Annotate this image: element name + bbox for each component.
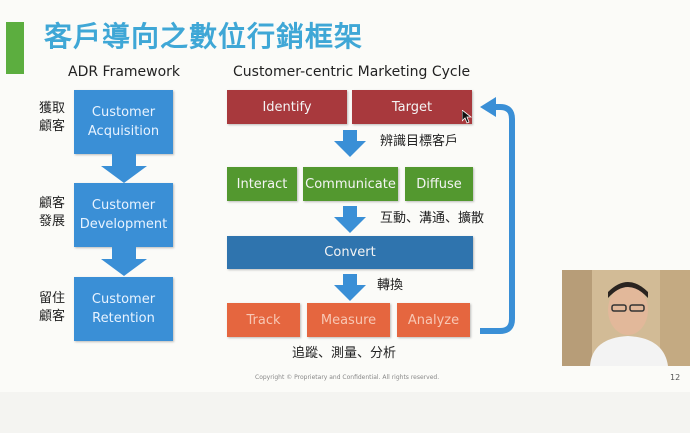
row3-caption: 轉換 (377, 278, 404, 293)
adr-side-label-1: 獲取顧客 (39, 101, 66, 134)
cycle-box-communicate: Communicate (303, 167, 398, 201)
row1-caption: 辨識目標客戶 (380, 134, 459, 149)
adr-side-label-2: 顧客發展 (39, 196, 66, 229)
adr-box-line1: Customer (91, 198, 156, 213)
cycle-box-analyze: Analyze (397, 303, 470, 337)
slide-title: 客戶導向之數位行銷框架 (44, 20, 364, 53)
cycle-box-diffuse: Diffuse (405, 167, 473, 201)
adr-box-line1: Customer (91, 292, 156, 307)
mouse-pointer-icon (462, 110, 472, 124)
cycle-box-measure: Measure (307, 303, 390, 337)
adr-box-retention: Customer Retention (74, 277, 173, 341)
row2-caption: 互動、溝通、擴散 (380, 211, 485, 226)
down-arrow-icon (334, 206, 366, 233)
adr-box-development: Customer Development (74, 183, 173, 247)
loop-arrow-icon (480, 97, 515, 334)
down-arrow-icon (334, 130, 366, 157)
adr-box-line1: Customer (91, 105, 156, 120)
cycle-box-track: Track (227, 303, 300, 337)
adr-heading: ADR Framework (68, 64, 181, 80)
copyright-footer: Copyright © Proprietary and Confidential… (255, 374, 440, 381)
presenter-video (562, 270, 690, 366)
cycle-box-target: Target (352, 90, 472, 124)
cycle-box-identify: Identify (227, 90, 347, 124)
adr-side-label-3: 留住顧客 (39, 291, 66, 324)
cycle-heading: Customer-centric Marketing Cycle (233, 64, 471, 80)
page-number: 12 (670, 373, 681, 382)
adr-box-line2: Acquisition (87, 124, 160, 139)
cycle-box-convert: Convert (227, 236, 473, 269)
webcam-overlay (562, 270, 690, 366)
row4-caption: 追蹤、測量、分析 (292, 346, 397, 361)
adr-box-line2: Retention (92, 311, 155, 326)
bottom-area (0, 392, 690, 433)
adr-box-line2: Development (79, 217, 168, 232)
adr-box-acquisition: Customer Acquisition (74, 90, 173, 154)
down-arrow-icon (101, 154, 147, 183)
down-arrow-icon (334, 274, 366, 301)
cycle-box-interact: Interact (227, 167, 297, 201)
down-arrow-icon (101, 247, 147, 276)
accent-bar (6, 22, 24, 74)
